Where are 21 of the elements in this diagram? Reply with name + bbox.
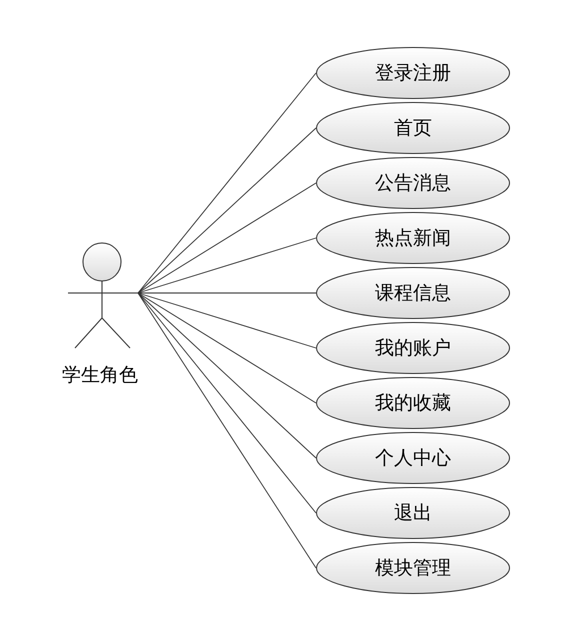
association-line: [138, 292, 316, 568]
association-line: [138, 292, 316, 458]
use-case-label: 我的账户: [374, 336, 452, 361]
association-line: [138, 128, 316, 294]
use-case-label: 个人中心: [374, 446, 452, 471]
use-case-label: 我的收藏: [374, 391, 452, 416]
use-case-label: 公告消息: [374, 171, 452, 196]
use-case-label: 模块管理: [374, 556, 452, 581]
association-line: [138, 238, 316, 294]
association-line: [138, 292, 316, 348]
use-case-label: 首页: [393, 116, 433, 141]
association-line: [138, 182, 316, 294]
use-case-label: 热点新闻: [374, 226, 452, 251]
use-case-label: 课程信息: [374, 281, 452, 306]
association-line: [138, 292, 316, 404]
use-case-label: 退出: [393, 501, 433, 526]
use-case-label: 登录注册: [374, 61, 452, 86]
association-line: [138, 292, 316, 514]
association-line: [138, 292, 316, 294]
actor-label: 学生角色: [61, 363, 139, 388]
association-line: [138, 72, 316, 294]
